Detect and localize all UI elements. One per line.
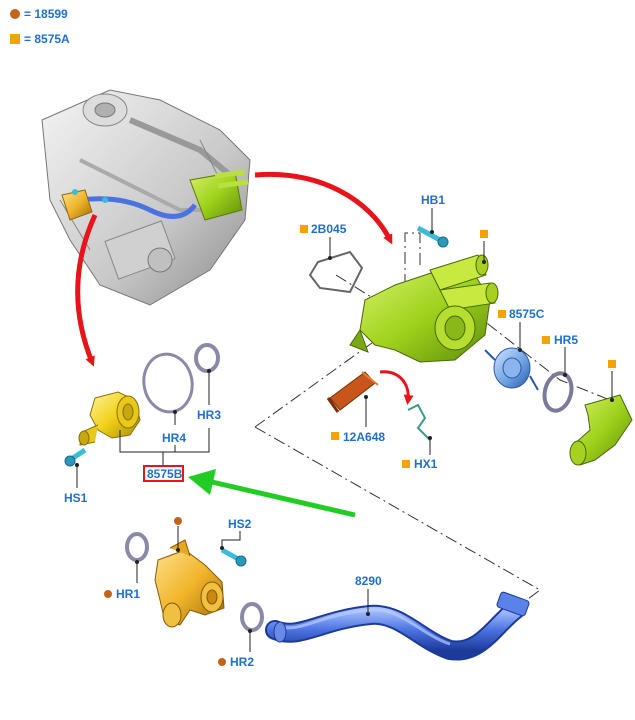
circle-marker-housing	[174, 517, 182, 525]
bolt-hs1	[64, 447, 87, 467]
coolant-hose-8290	[265, 591, 530, 661]
thermostat-8575c	[484, 347, 539, 391]
highlight-box-8575b	[143, 465, 184, 482]
red-arrow-to-thermostat	[75, 213, 98, 367]
label-hr2: HR2	[230, 655, 254, 669]
label-8290: 8290	[355, 574, 382, 588]
clip-hx1	[407, 403, 431, 441]
legend-circle-text: = 18599	[24, 7, 68, 21]
bolt-hb1	[416, 225, 449, 248]
callout-markers	[104, 225, 616, 666]
red-arrow-sensor-clip	[379, 370, 414, 405]
outlet-elbow-green	[569, 394, 633, 466]
label-hr4: HR4	[162, 431, 186, 445]
thermostat-housing-green	[349, 254, 499, 363]
thermostat-8575b-yellow	[78, 391, 141, 446]
label-12a648: 12A648	[343, 430, 385, 444]
bolt-hs2	[220, 547, 247, 567]
sensor-12a648	[326, 371, 379, 413]
legend-circle-marker	[10, 9, 20, 19]
label-hb1: HB1	[421, 193, 445, 207]
oring-hr3	[194, 343, 220, 373]
label-hr5: HR5	[554, 333, 578, 347]
oring-hr5	[542, 371, 574, 413]
square-marker-housing	[480, 230, 488, 238]
square-marker-2b045	[300, 225, 308, 233]
label-8575c: 8575C	[509, 307, 545, 321]
label-hs1: HS1	[64, 491, 88, 505]
assembly-lines	[254, 232, 611, 606]
legend: = 18599 = 8575A	[10, 7, 70, 46]
circle-marker-hr1	[104, 590, 112, 598]
engine-block	[41, 89, 251, 306]
label-hs2: HS2	[228, 517, 252, 531]
oring-hr1	[125, 532, 149, 562]
green-arrow	[188, 469, 356, 518]
square-marker-hr5	[542, 336, 550, 344]
square-marker-hx1	[402, 460, 410, 468]
engine-hose-overlay	[79, 196, 197, 219]
oring-hr4	[142, 352, 194, 414]
red-arrow-to-housing	[254, 171, 393, 245]
square-marker-8575c	[498, 310, 506, 318]
legend-square-marker	[10, 34, 20, 44]
label-hr1: HR1	[116, 587, 140, 601]
label-2b045: 2B045	[311, 222, 347, 236]
gasket-2b045	[308, 250, 364, 294]
circle-marker-hr2	[218, 658, 226, 666]
oring-hr2	[240, 602, 264, 632]
outlet-housing-orange	[154, 539, 225, 628]
square-marker-elbow	[608, 360, 616, 368]
part-labels: HB1 2B045 8575C HR5 12A648 HX1 HR4 HR3 H…	[64, 193, 578, 669]
label-8575b: 8575B	[147, 467, 183, 481]
label-hr3: HR3	[197, 408, 221, 422]
leader-lines	[75, 208, 614, 652]
label-hx1: HX1	[414, 457, 438, 471]
legend-square-text: = 8575A	[24, 32, 70, 46]
square-marker-12a648	[331, 432, 339, 440]
